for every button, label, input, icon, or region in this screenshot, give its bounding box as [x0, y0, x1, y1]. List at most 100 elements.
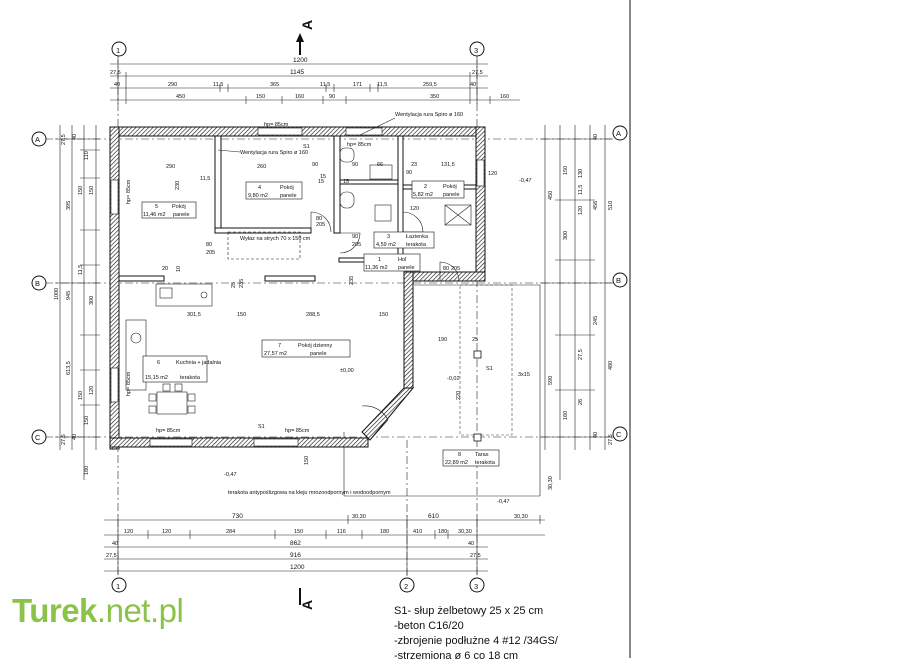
dim-chains-left: [55, 125, 100, 480]
dim-top-label: 259,5: [423, 82, 437, 88]
window-height: hp= 85cm: [347, 142, 372, 148]
svg-text:80: 80: [443, 266, 449, 272]
room-8: 8 Taras 22,89 m2 terakota: [442, 449, 500, 467]
dim-bottom-label: 610: [428, 513, 439, 520]
svg-text:B: B: [616, 276, 621, 285]
dim-top-label: 171: [353, 82, 362, 88]
dim-right-label: 150: [563, 166, 569, 175]
svg-text:27,57 m2: 27,57 m2: [264, 351, 287, 357]
dim-right-label: 245: [593, 316, 599, 325]
svg-text:301,5: 301,5: [187, 312, 201, 318]
dim-top-label: 27,5: [472, 70, 483, 76]
room-1: 1 Hol 11,36 m2 panele: [363, 253, 421, 272]
attic-hatch-note: Wyłaz na strych 70 x 150 cm: [240, 236, 311, 242]
dim-bottom-label: 180: [380, 529, 389, 535]
dim-right-label: 456: [593, 201, 599, 210]
dim-left-label: 27,5: [61, 434, 67, 445]
svg-text:B: B: [35, 279, 40, 288]
svg-text:90: 90: [406, 170, 412, 176]
dim-top-label: 11,5: [377, 82, 387, 88]
svg-text:1: 1: [116, 582, 120, 591]
svg-text:205: 205: [451, 266, 460, 272]
axis-bubble-b-left: B: [31, 275, 47, 291]
svg-text:6: 6: [157, 360, 160, 366]
dim-left-label: 27,5: [61, 134, 67, 145]
axis-bubble-c-left: C: [31, 429, 47, 445]
dim-right-label: 27,5: [608, 434, 614, 445]
svg-text:90: 90: [312, 162, 318, 168]
dim-left-label: 40: [72, 434, 78, 440]
watermark-brand: Turek: [12, 592, 97, 629]
section-marker-top: A: [296, 20, 315, 55]
watermark-domain: .net.pl: [96, 592, 184, 629]
svg-text:Pokój: Pokój: [443, 184, 457, 190]
svg-text:120: 120: [410, 206, 419, 212]
svg-text:150: 150: [379, 312, 388, 318]
svg-text:90: 90: [352, 162, 358, 168]
dim-top-label: 90: [329, 94, 335, 100]
level-mark: -0,47: [224, 472, 237, 478]
dim-right-label: 510: [608, 201, 614, 210]
dim-left-label: 1000: [54, 288, 60, 300]
leader-line: [359, 117, 396, 136]
dim-top-label: 11,5: [213, 82, 223, 88]
dim-bottom-label: 27,5: [470, 553, 481, 559]
dim-top-label: 365: [270, 82, 279, 88]
column-label: S1: [303, 144, 310, 150]
dim-bottom-label: 284: [226, 529, 235, 535]
svg-text:3: 3: [387, 234, 390, 240]
svg-text:3: 3: [474, 582, 478, 591]
svg-text:235: 235: [239, 279, 245, 288]
dim-top-label: 40: [114, 82, 120, 88]
svg-text:15,15 m2: 15,15 m2: [145, 375, 168, 381]
vent-note: Wentylacja rura Spiro ø 160: [240, 150, 308, 156]
dim-right-label: 160: [563, 411, 569, 420]
svg-text:11,36 m2: 11,36 m2: [365, 265, 388, 271]
axis-bubble-b-right: B: [612, 272, 628, 288]
svg-text:3: 3: [474, 46, 478, 55]
column-s1: [473, 350, 482, 359]
dim-top-label: 350: [430, 94, 439, 100]
dim-bottom-label: 40: [468, 541, 474, 547]
svg-text:90: 90: [352, 234, 358, 240]
dim-left-label: 11,5: [78, 265, 84, 275]
dim-bottom-label: 120: [124, 529, 133, 535]
svg-text:4,59 m2: 4,59 m2: [376, 242, 396, 248]
outer-walls: [109, 126, 486, 450]
svg-text:15: 15: [318, 179, 324, 185]
axis-bubble-3-bottom: 3: [469, 577, 485, 593]
dim-bottom-label: 410: [413, 529, 422, 535]
dim-bottom-total: 1200: [290, 564, 305, 571]
svg-text:Łazienka: Łazienka: [406, 234, 429, 240]
svg-text:205: 205: [206, 250, 215, 256]
note-line: -beton C16/20: [394, 620, 464, 632]
dim-top-label: 150: [256, 94, 265, 100]
svg-text:80: 80: [206, 242, 212, 248]
note-line: -strzemiona ø 6 co 18 cm: [394, 650, 519, 662]
window-height: hp= 85cm: [264, 122, 289, 128]
svg-text:205: 205: [316, 222, 325, 228]
dim-left-label: 150: [84, 416, 90, 425]
dim-top-label: 40: [470, 82, 476, 88]
room-2: 2 Pokój 5,82 m2 panele: [411, 180, 465, 199]
inner-dimensions: 290 260 90 90 23 131,5 11,5 15 90 66 15 …: [162, 162, 497, 465]
svg-text:25: 25: [472, 337, 478, 343]
svg-text:22,89 m2: 22,89 m2: [445, 460, 468, 466]
svg-text:A: A: [616, 129, 621, 138]
dim-bottom-label: 916: [290, 552, 301, 559]
dim-right-label: 480: [608, 361, 614, 370]
post-note: 3x15: [518, 372, 530, 378]
dim-chains-right: [540, 125, 612, 480]
svg-text:Hol: Hol: [398, 257, 406, 263]
dim-right-label: 130: [578, 169, 584, 178]
dim-right-label: 26: [578, 399, 584, 405]
dim-right-label: 11,5: [578, 185, 584, 195]
svg-text:288,5: 288,5: [306, 312, 320, 318]
svg-text:4: 4: [258, 185, 261, 191]
svg-text:A: A: [299, 600, 315, 610]
svg-text:panele: panele: [173, 212, 190, 218]
svg-text:220: 220: [456, 391, 462, 400]
axis-bubble-3-top: 3: [469, 41, 485, 57]
structural-notes: S1- słup żelbetowy 25 x 25 cm -beton C16…: [394, 604, 558, 664]
